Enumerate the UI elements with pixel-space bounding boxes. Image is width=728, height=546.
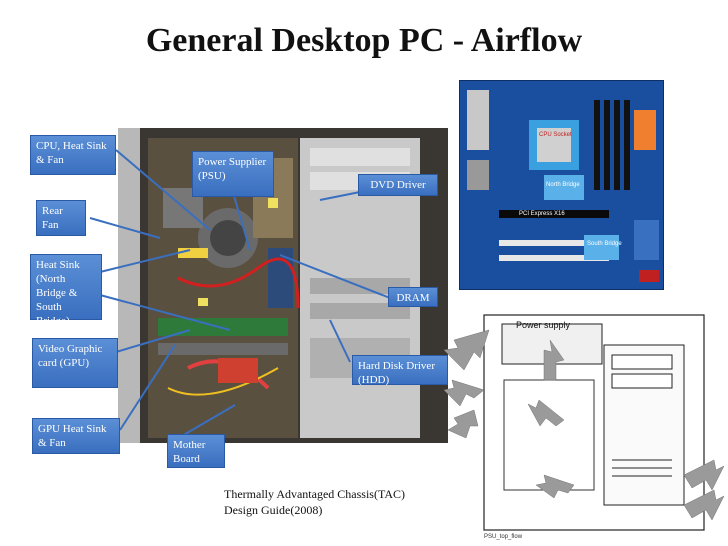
callout-dram: DRAM: [388, 287, 438, 307]
callout-heat-sink-bridges: Heat Sink (North Bridge & South Bridge): [30, 254, 102, 327]
slide-title: General Desktop PC - Airflow: [145, 22, 583, 59]
credit-line-1: Thermally Advantaged Chassis(TAC): [224, 487, 406, 501]
mobo-cpu-socket-label: CPU Socket: [539, 132, 572, 138]
mobo-north-bridge-label: North Bridge: [546, 182, 580, 188]
airflow-diagram: Power supply PSU_top_flow: [444, 314, 724, 540]
callout-dvd-driver: DVD Driver: [358, 174, 438, 196]
mobo-south-bridge-label: South Bridge: [587, 241, 622, 247]
callout-power-supplier: Power Supplier (PSU): [192, 151, 274, 197]
source-credit: Thermally Advantaged Chassis(TAC) Design…: [224, 486, 405, 518]
callout-gpu: Video Graphic card (GPU): [32, 338, 118, 388]
motherboard-photo: CPU Socket North Bridge PCI Express X16 …: [459, 80, 664, 290]
callout-hdd: Hard Disk Driver (HDD): [352, 355, 448, 386]
callout-rear-fan: Rear Fan: [36, 200, 86, 236]
callout-cpu-heat-sink-fan: CPU, Heat Sink & Fan: [30, 135, 116, 175]
callout-gpu-heat-sink: GPU Heat Sink & Fan: [32, 418, 120, 454]
power-supply-label: Power supply: [516, 320, 571, 330]
airflow-caption: PSU_top_flow: [484, 534, 523, 540]
credit-line-2: Design Guide(2008): [224, 503, 323, 517]
callout-mother-board: Mother Board: [167, 434, 225, 468]
mobo-pci-express-label: PCI Express X16: [519, 211, 565, 217]
